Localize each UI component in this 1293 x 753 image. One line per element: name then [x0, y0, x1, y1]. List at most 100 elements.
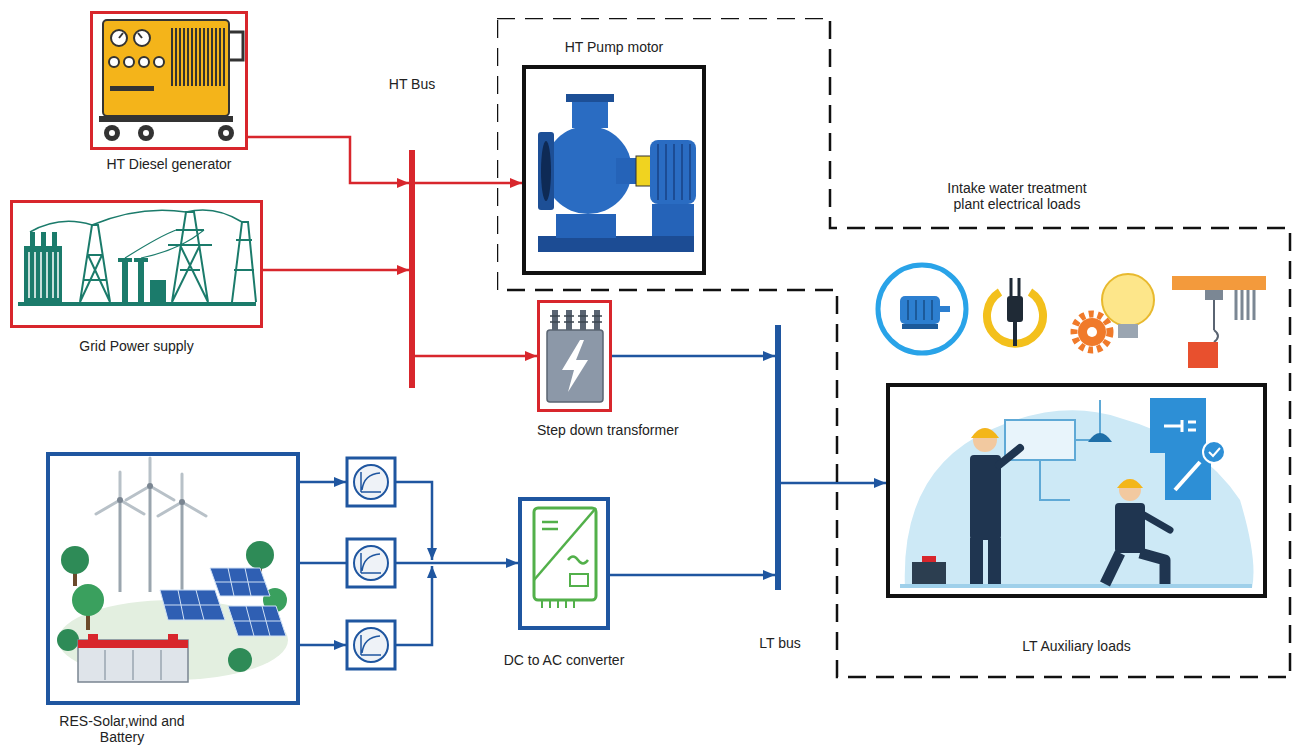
workers-illustration [999, 448, 1020, 465]
renewables-illustration [88, 634, 98, 640]
generator-illustration [103, 20, 229, 116]
workers-illustration [912, 562, 946, 584]
load-icons [1078, 318, 1106, 346]
substation-illustration [138, 262, 144, 302]
generator-illustration [172, 28, 224, 86]
inverter-illustration [570, 574, 588, 586]
renewables-illustration [61, 546, 89, 574]
renewables-illustration [164, 568, 281, 636]
workers-illustration [1088, 433, 1112, 442]
load-icons [902, 324, 938, 329]
load-icons [1102, 274, 1154, 326]
converter-symbol [361, 472, 381, 492]
load-icons [1074, 314, 1110, 350]
node-label: DC to AC converter [504, 652, 625, 668]
workers-illustration [1165, 452, 1211, 500]
workers-illustration [1175, 462, 1200, 490]
transformer-illustration [562, 340, 588, 392]
converter-symbol [347, 621, 395, 669]
pump-illustration [658, 144, 690, 200]
generator-illustration [99, 116, 233, 122]
transformer-illustration [580, 310, 586, 332]
workers-illustration [1164, 420, 1196, 432]
substation-illustration [24, 246, 62, 302]
converter-symbol [354, 628, 388, 662]
pump-illustration [556, 214, 616, 238]
converter-symbol [347, 621, 395, 669]
load-icons [1118, 324, 1138, 338]
workers-illustration [1105, 553, 1165, 584]
substation-illustration [52, 232, 57, 246]
load-icons [1214, 330, 1218, 342]
node-label: HT Pump motor [565, 39, 664, 55]
inverter-illustration [534, 508, 596, 580]
branch-wires [300, 481, 346, 484]
generator-illustration [110, 86, 154, 91]
renewables-illustration [126, 458, 174, 500]
substation-illustration [30, 210, 242, 232]
load-icons [1087, 327, 1097, 337]
pump-illustration [652, 204, 694, 236]
workers-illustration [1117, 479, 1143, 488]
substation-illustration [125, 230, 204, 258]
transformer-illustration [552, 310, 558, 332]
node-label: Step down transformer [537, 422, 679, 438]
load-icons [1205, 290, 1223, 300]
load-box: LT Auxiliary loads [886, 383, 1267, 598]
load-icons [1213, 300, 1215, 330]
load-icons [878, 265, 966, 353]
generator-illustration [99, 20, 243, 141]
load-icons [1007, 296, 1023, 322]
workers-illustration [1209, 448, 1220, 456]
inverter-illustration [534, 508, 596, 608]
renewables-illustration [168, 634, 178, 640]
renewables-illustration [72, 584, 104, 616]
generator-illustration [218, 125, 234, 141]
renewables-illustration [246, 541, 274, 569]
transformer-illustration [550, 316, 602, 322]
node-label: Intake water treatment plant electrical … [937, 180, 1097, 212]
connector [248, 137, 409, 183]
pump-illustration [572, 100, 608, 128]
source-box: RES-Solar,wind and Battery [46, 452, 300, 705]
renewables-illustration [228, 648, 252, 672]
substation-illustration [134, 258, 148, 262]
bus-bar: LT bus [740, 325, 820, 655]
substation-illustration [168, 212, 212, 302]
pump-illustration [538, 132, 554, 210]
node-label: HT Diesel generator [106, 156, 231, 172]
converter-box: DC to AC converter [518, 497, 610, 630]
load-icons [1236, 290, 1254, 320]
node-label: LT Auxiliary loads [1022, 638, 1130, 654]
load-icons [1172, 276, 1266, 290]
generator-illustration [138, 33, 142, 38]
pump-illustration [650, 140, 696, 204]
workers-illustration [922, 556, 936, 562]
source-box: Grid Power supply [10, 200, 263, 328]
workers-illustration [1150, 398, 1206, 453]
inverter-illustration [534, 508, 596, 600]
region-outline [497, 18, 1290, 677]
load-box: HT Pump motor [522, 65, 706, 275]
source-box: HT Diesel generator [90, 11, 248, 150]
generator-illustration [139, 57, 149, 67]
inverter-illustration [542, 600, 574, 608]
generator-illustration [104, 125, 120, 141]
load-icons [1011, 278, 1019, 296]
node-label: HT Bus [372, 76, 452, 92]
pump-illustration [566, 94, 614, 102]
substation-illustration [41, 232, 46, 246]
renewables-illustration [57, 629, 79, 651]
workers-illustration [971, 428, 999, 438]
pump-illustration [636, 156, 652, 186]
branch-wires [395, 566, 432, 645]
pump-illustration [541, 141, 551, 201]
node-label: RES-Solar,wind and Battery [42, 713, 202, 745]
converter-symbol [354, 465, 388, 499]
substation-illustration [232, 222, 256, 302]
generator-illustration [134, 30, 150, 46]
substation-illustration [118, 258, 132, 262]
generator-illustration [111, 30, 127, 46]
bus-bar: HT Bus [372, 76, 452, 388]
